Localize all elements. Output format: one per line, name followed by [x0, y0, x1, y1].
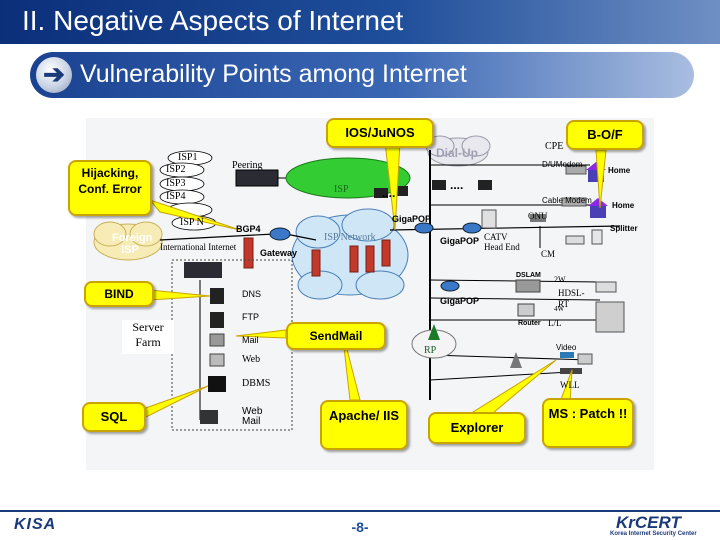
dns-label: DNS: [242, 289, 262, 299]
dial-up-label: Dial-Up: [436, 146, 478, 160]
page-number: -8-: [351, 519, 369, 535]
onu-label: ONU: [528, 211, 548, 221]
callout-ios-junos: IOS/JuNOS: [326, 118, 434, 148]
isp1-label: ISP1: [178, 152, 198, 163]
ll-label: L/L: [548, 318, 562, 328]
isp3-label: ISP3: [166, 178, 186, 189]
isp-ellipses: [159, 150, 217, 231]
foreign-isp-label: Foreign ISP: [112, 232, 153, 256]
web-label: Web: [242, 354, 261, 365]
dslam-label: DSLAM: [516, 272, 541, 279]
isp2-label: ISP2: [166, 164, 186, 175]
gateway-router: [269, 227, 291, 241]
wll-label: WLL: [560, 380, 580, 390]
rp-label: RP: [424, 345, 437, 356]
footer-divider: [0, 510, 720, 512]
gateway-label: Gateway: [260, 248, 298, 258]
subtitle-bar: [30, 52, 694, 98]
arrow-right-icon: ➔: [36, 57, 72, 93]
page-title: II. Negative Aspects of Internet: [22, 5, 404, 36]
section-subtitle: Vulnerability Points among Internet: [80, 60, 467, 88]
callout-sendmail: SendMail: [286, 322, 386, 350]
gigapop-label-1: GigaPOP: [392, 214, 432, 224]
gigapop-label-3: GigaPOP: [440, 296, 480, 306]
home-label-1: Home: [608, 166, 631, 175]
server-farm-label: Server Farm: [122, 320, 174, 354]
krcert-logo-subtitle: Korea Internet Security Center: [610, 531, 697, 537]
web-mail-label: Web Mail: [242, 406, 263, 427]
ftp-label: FTP: [242, 312, 259, 322]
krcert-logo-text: KrCERT: [616, 513, 681, 532]
callout-ms-patch: MS : Patch !!: [542, 398, 634, 448]
callout-bind: BIND: [84, 281, 154, 307]
four-w-label: 4W: [554, 305, 565, 313]
callout-sql: SQL: [82, 402, 146, 432]
dbms-label: DBMS: [242, 378, 271, 389]
isp-partial-label: ISP: [334, 184, 349, 195]
head-end-label: Head End: [484, 242, 520, 252]
krcert-logo: [604, 514, 714, 538]
ispn-label: ISP N: [180, 217, 204, 228]
isp4-label: ISP4: [166, 191, 186, 202]
dots-2: ....: [450, 178, 464, 192]
cpe-label: CPE: [545, 141, 564, 152]
callout-bof: B-O/F: [566, 120, 644, 150]
peering-label: Peering: [232, 160, 263, 171]
video-label: Video: [556, 343, 577, 352]
home-label-2: Home: [612, 201, 635, 210]
kisa-logo-text: KISA: [14, 516, 57, 533]
hdsl-rt-label: HDSL-RT: [558, 288, 585, 309]
splitter-label: Splitter: [610, 224, 638, 233]
cm-label: CM: [541, 249, 556, 259]
du-modem-label: D/UModem: [542, 160, 583, 169]
header-bar: [0, 0, 720, 44]
catv-label: CATV: [484, 232, 508, 242]
router-label: Router: [518, 320, 541, 327]
dial-up-cloud: [425, 135, 491, 167]
callout-apache-iis: Apache/ IIS: [320, 400, 408, 450]
bgp4-label: BGP4: [236, 224, 261, 234]
peering-switch: [235, 169, 279, 187]
cable-modem-label: Cable Modem: [542, 196, 592, 205]
dots-1: ....: [382, 186, 396, 200]
foreign-isp-cloud: [93, 221, 163, 261]
international-internet-label: International Internet: [160, 242, 237, 252]
callout-explorer: Explorer: [428, 412, 526, 444]
gigapop-label-2: GigaPOP: [440, 236, 480, 246]
two-w-label: 2W: [554, 275, 566, 284]
mail-label: Mail: [242, 335, 259, 345]
callout-hijacking: Hijacking, Conf. Error: [68, 160, 152, 216]
server-farm-box: [171, 259, 293, 431]
isp-network-cloud: [291, 208, 409, 300]
isp-network-label: ISP Network: [324, 232, 376, 243]
